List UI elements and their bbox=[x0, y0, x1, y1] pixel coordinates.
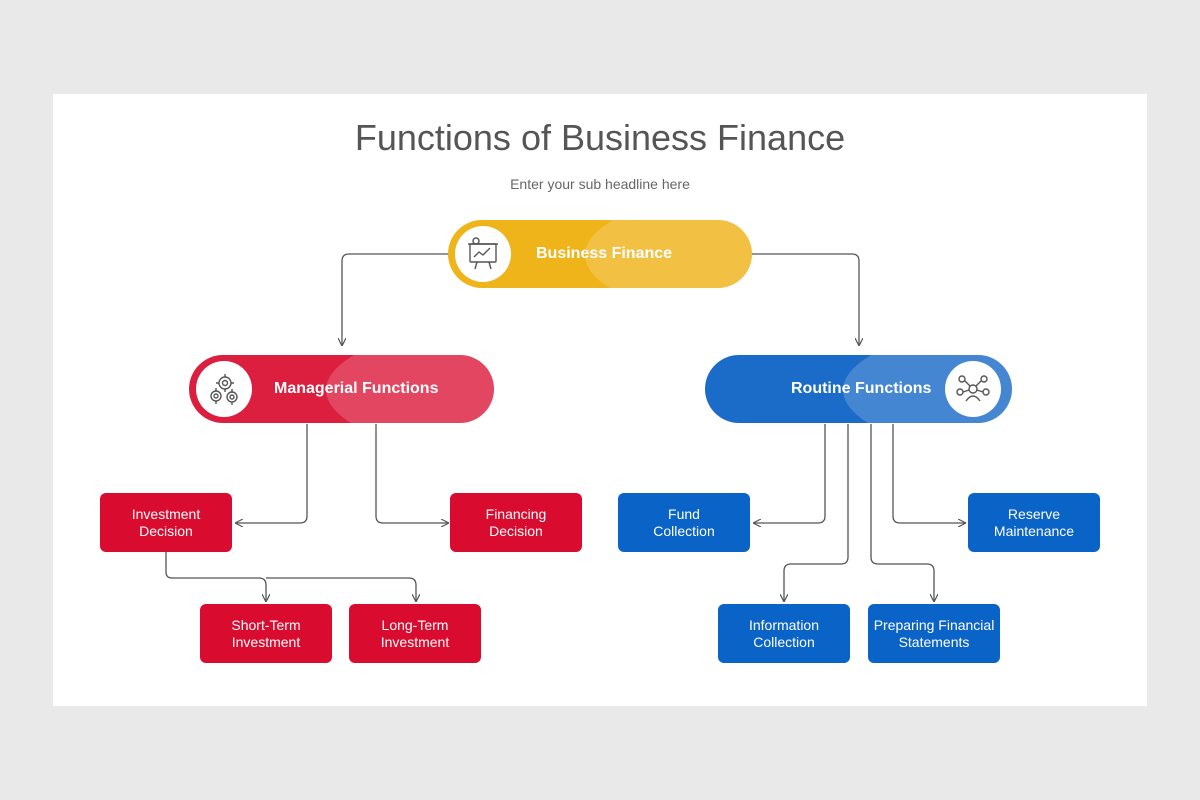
connector-routine-to-reserve bbox=[892, 424, 965, 523]
managerial-functions-node: Managerial Functions bbox=[189, 355, 494, 423]
short-term-investment-box: Short-Term Investment bbox=[200, 604, 332, 663]
reserve-maintenance-box: Reserve Maintenance bbox=[968, 493, 1100, 552]
business-finance-label: Business Finance bbox=[536, 245, 673, 262]
long-term-investment-box: Long-Term Investment bbox=[349, 604, 481, 663]
managerial-functions-label: Managerial Functions bbox=[274, 380, 439, 397]
connector-routine-to-information bbox=[784, 424, 849, 601]
team-network-icon bbox=[945, 361, 1001, 417]
connector-investment-to-shortterm bbox=[165, 551, 266, 601]
connector-managerial-to-financing bbox=[375, 424, 448, 523]
investment-decision-box: Investment Decision bbox=[100, 493, 232, 552]
page-subtitle: Enter your sub headline here bbox=[510, 176, 690, 192]
connector-routine-to-statements bbox=[870, 424, 934, 601]
presentation-chart-icon bbox=[455, 226, 511, 282]
pill-shine bbox=[326, 355, 494, 423]
connector-root-to-routine bbox=[752, 253, 859, 345]
page-title: Functions of Business Finance bbox=[354, 117, 846, 158]
gears-icon bbox=[196, 361, 252, 417]
preparing-financial-statements-box: Preparing Financial Statements bbox=[868, 604, 1000, 663]
connector-managerial-to-investment bbox=[236, 424, 308, 523]
information-collection-box: Information Collection bbox=[718, 604, 850, 663]
pill-shine bbox=[584, 220, 752, 288]
connector-investment-to-longterm bbox=[266, 577, 416, 601]
connector-routine-to-fund bbox=[754, 424, 826, 523]
fund-collection-box: Fund Collection bbox=[618, 493, 750, 552]
business-finance-node: Business Finance bbox=[448, 220, 752, 288]
routine-functions-label: Routine Functions bbox=[791, 380, 932, 397]
financing-decision-box: Financing Decision bbox=[450, 493, 582, 552]
routine-functions-node: Routine Functions bbox=[705, 355, 1012, 423]
connector-root-to-managerial bbox=[342, 253, 448, 345]
